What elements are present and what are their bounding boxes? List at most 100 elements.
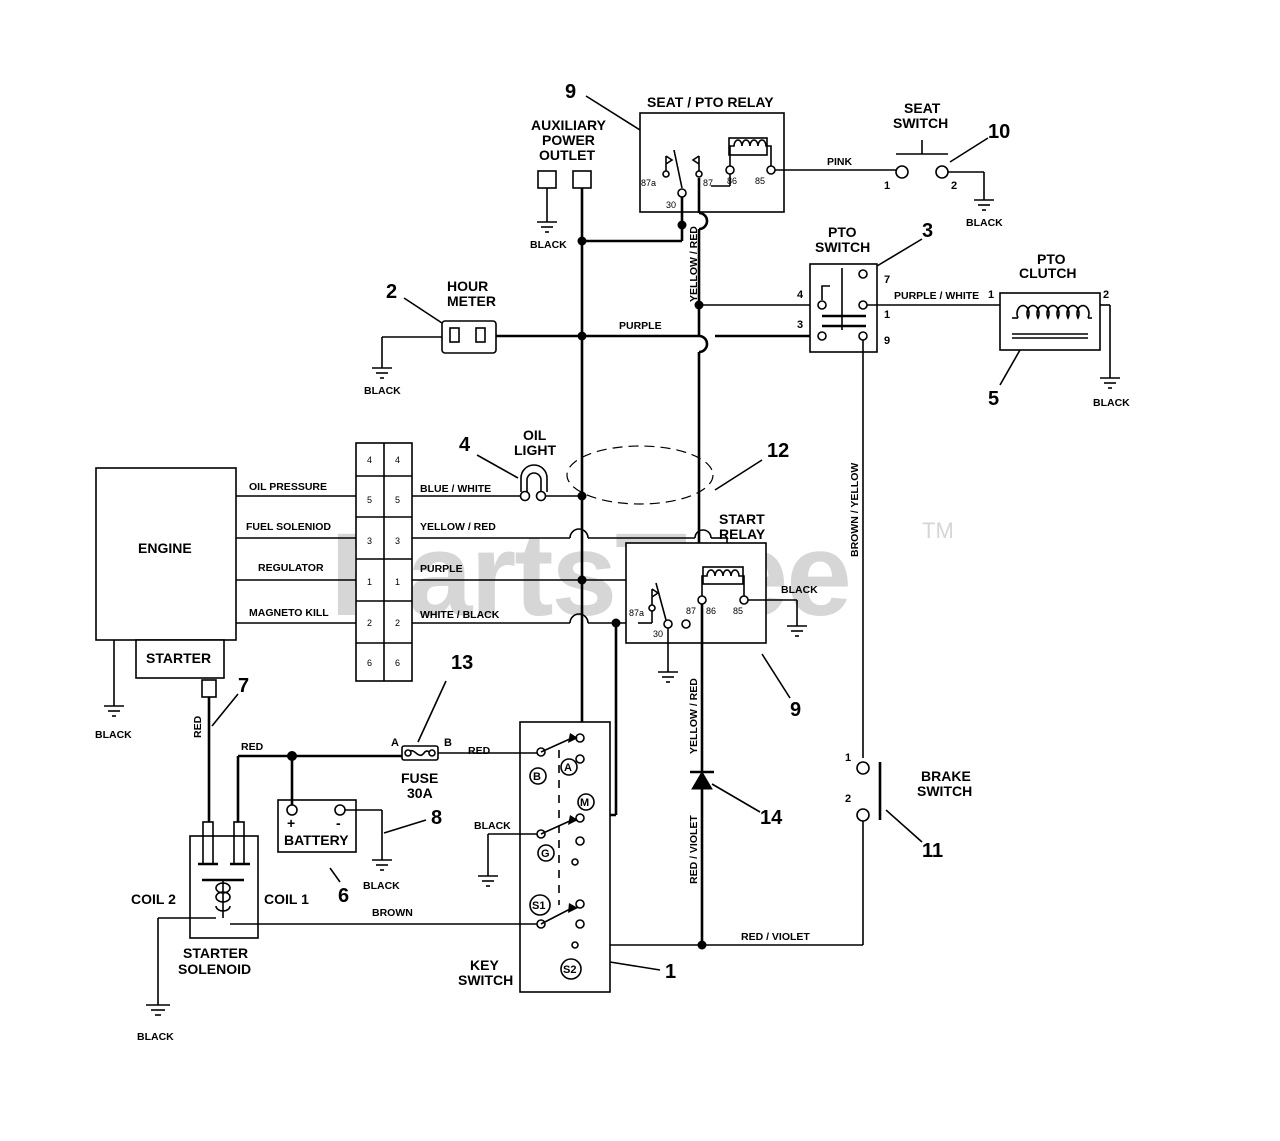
svg-text:6: 6 (367, 658, 372, 668)
wire-label-black: BLACK (474, 820, 511, 832)
key-switch (519, 721, 611, 993)
svg-text:86: 86 (706, 606, 716, 616)
pto-clutch-label-1: PTO (1037, 251, 1066, 267)
start-relay-label-2: RELAY (719, 526, 766, 542)
callout-1: 1 (665, 961, 676, 983)
callout-9-start: 9 (790, 699, 801, 721)
ground-icon (104, 705, 124, 717)
callout-4: 4 (459, 434, 471, 456)
svg-text:G: G (541, 848, 550, 860)
callout-5: 5 (988, 388, 999, 410)
pto-pin-7: 7 (884, 274, 890, 286)
callout-9-top: 9 (565, 81, 576, 103)
lead-fuel-solenoid: FUEL SOLENIOD (246, 521, 331, 533)
starter-label: STARTER (146, 650, 211, 666)
pto-pin-1: 1 (884, 309, 890, 321)
ground-icon (537, 221, 557, 233)
svg-text:87a: 87a (629, 608, 644, 618)
pto-switch-label-1: PTO (828, 224, 857, 240)
battery-neg: - (336, 815, 341, 831)
seat-switch-label-1: SEAT (904, 100, 941, 116)
oil-light-label-2: LIGHT (514, 442, 556, 458)
svg-text:S1: S1 (532, 900, 545, 912)
svg-text:1: 1 (367, 577, 372, 587)
callout-14: 14 (760, 807, 783, 829)
wire-label-red-starter: RED (192, 715, 204, 738)
ground-icon (1100, 377, 1120, 389)
svg-text:5: 5 (395, 495, 400, 505)
key-switch-internals (536, 733, 585, 949)
wire-label-purple-white: PURPLE / WHITE (894, 290, 979, 302)
seat-switch-pin-1: 1 (884, 180, 890, 192)
pto-switch-internals (817, 268, 868, 341)
wire-label-brown: BROWN (372, 907, 413, 919)
aux-outlet-terminal-left (537, 170, 557, 189)
brake-pin-1: 1 (845, 752, 851, 764)
coil2-label: COIL 2 (131, 891, 176, 907)
svg-text:B: B (533, 771, 541, 783)
callout-8: 8 (431, 807, 442, 829)
fuse (401, 745, 439, 761)
hour-meter-label-2: METER (447, 293, 496, 309)
svg-text:S2: S2 (563, 964, 576, 976)
svg-text:5: 5 (367, 495, 372, 505)
seat-switch-label-2: SWITCH (893, 115, 948, 131)
lead-oil-pressure: OIL PRESSURE (249, 481, 327, 493)
callout-10: 10 (988, 121, 1010, 143)
wire-label-yellow-red-lower: YELLOW / RED (688, 678, 700, 754)
aux-outlet-terminal-right (572, 170, 592, 189)
callout-13: 13 (451, 652, 473, 674)
pto-clutch-label-2: CLUTCH (1019, 265, 1077, 281)
seat-switch (895, 140, 949, 179)
svg-text:4: 4 (367, 455, 372, 465)
callout-3: 3 (922, 220, 933, 242)
engine-box (95, 467, 237, 641)
svg-text:4: 4 (395, 455, 400, 465)
svg-text:3: 3 (367, 536, 372, 546)
brake-switch-label-2: SWITCH (917, 783, 972, 799)
aux-outlet-label-3: OUTLET (539, 147, 595, 163)
seat-pto-relay-label: SEAT / PTO RELAY (647, 94, 774, 110)
seat-switch-pin-2: 2 (951, 180, 957, 192)
wire-label-pink: PINK (827, 156, 853, 168)
pto-pin-4: 4 (797, 289, 804, 301)
starter-solenoid-internals (198, 821, 250, 918)
svg-text:30: 30 (666, 200, 676, 210)
brake-switch-label-1: BRAKE (921, 768, 971, 784)
fuse-label-1: FUSE (401, 770, 438, 786)
svg-text:2: 2 (395, 618, 400, 628)
wire-label-red-key: RED (468, 745, 491, 757)
brake-switch (856, 761, 882, 822)
svg-text:2: 2 (367, 618, 372, 628)
svg-text:3: 3 (395, 536, 400, 546)
seat-pto-relay-internals: 87a 30 87 86 85 (641, 137, 776, 210)
wire-label-red-violet-vert: RED / VIOLET (688, 815, 700, 884)
key-switch-label-1: KEY (470, 957, 499, 973)
starter-solenoid (189, 835, 259, 939)
wire-label-brown-yellow: BROWN / YELLOW (849, 463, 861, 557)
seat-pto-relay (639, 112, 785, 213)
starter-box (135, 639, 225, 679)
callout-11: 11 (922, 840, 943, 862)
oil-light-label-1: OIL (523, 427, 547, 443)
wire-label-blue-white: BLUE / WHITE (420, 483, 491, 495)
engine-label: ENGINE (138, 540, 192, 556)
wire-label-black: BLACK (1093, 397, 1130, 409)
battery-pos: + (287, 815, 295, 831)
svg-text:M: M (580, 797, 589, 809)
watermark-tm: TM (922, 518, 954, 543)
ground-icon (372, 367, 392, 379)
svg-text:6: 6 (395, 658, 400, 668)
starter-solenoid-label-2: SOLENOID (178, 961, 251, 977)
aux-outlet-label-2: POWER (542, 132, 595, 148)
pto-clutch (999, 292, 1101, 351)
callout-7: 7 (238, 675, 249, 697)
wire-group-ellipse (566, 445, 714, 505)
ground-icon (478, 875, 498, 887)
oil-light (519, 464, 548, 502)
callout-12: 12 (767, 440, 789, 462)
lead-magneto-kill: MAGNETO KILL (249, 607, 329, 619)
